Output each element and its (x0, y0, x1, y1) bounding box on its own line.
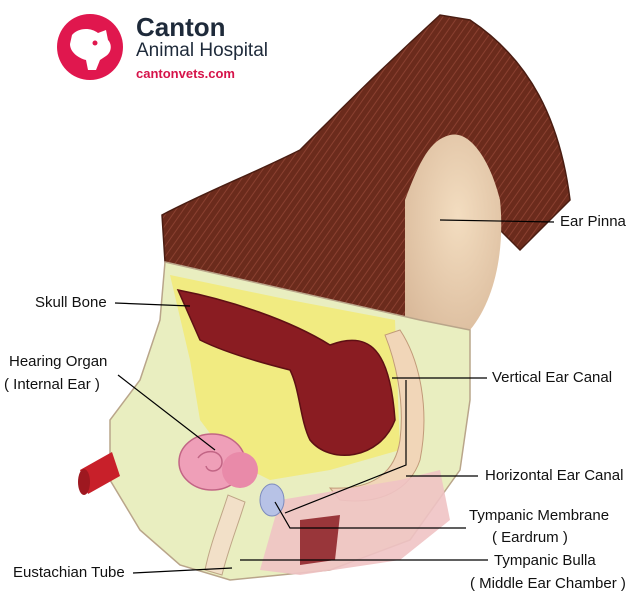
brand-name: Canton (136, 12, 226, 43)
label-eustachian-tube: Eustachian Tube (13, 564, 125, 582)
label-ear-pinna: Ear Pinna (560, 213, 626, 231)
brand-subtitle: Animal Hospital (136, 40, 268, 62)
label-skull-bone: Skull Bone (35, 294, 107, 312)
label-tympanic-membrane: Tympanic Membrane (469, 507, 609, 525)
label-vertical-ear-canal: Vertical Ear Canal (492, 369, 612, 387)
brand-logo-icon (57, 14, 123, 80)
label-eardrum: ( Eardrum ) (492, 529, 568, 547)
label-tympanic-bulla: Tympanic Bulla (494, 552, 596, 570)
label-internal-ear: ( Internal Ear ) (4, 376, 100, 394)
brand-url[interactable]: cantonvets.com (136, 66, 235, 81)
label-horizontal-ear-canal: Horizontal Ear Canal (485, 467, 623, 485)
label-middle-ear-chamber: ( Middle Ear Chamber ) (470, 575, 626, 593)
label-hearing-organ: Hearing Organ (9, 353, 107, 371)
